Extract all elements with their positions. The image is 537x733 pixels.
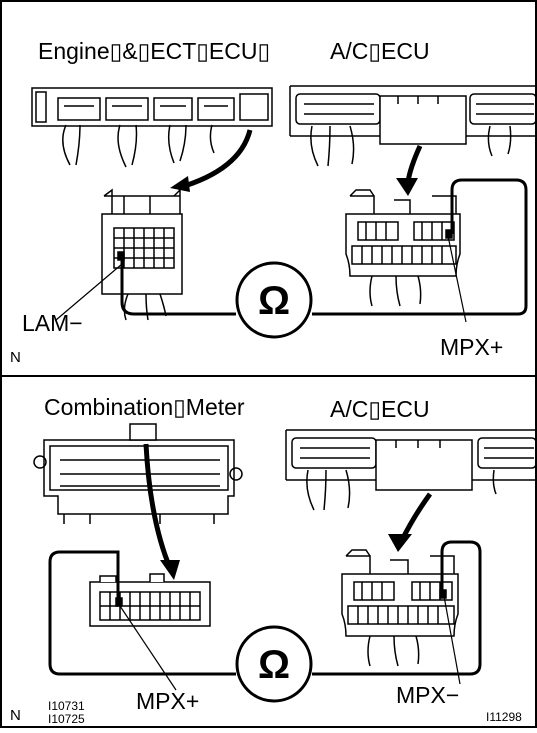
- bottom-left-arrowhead: [160, 560, 180, 580]
- top-title-ac-ecu: A/C▯ECU: [330, 38, 430, 64]
- figure-id-2: I10725: [48, 712, 85, 726]
- bottom-lead-right: [312, 540, 482, 676]
- top-right-ac-ecu: [289, 85, 537, 167]
- bottom-title-ac-ecu: A/C▯ECU: [330, 396, 430, 422]
- bottom-right-connector: [341, 549, 459, 667]
- bottom-right-arrow: [399, 492, 433, 542]
- bottom-corner-mark: N: [10, 707, 21, 724]
- top-label-mpx-plus: MPX+: [440, 334, 504, 360]
- top-right-arrowhead: [396, 178, 418, 196]
- top-lead-right: [312, 178, 528, 316]
- top-left-connector: [101, 188, 183, 321]
- figure-id-right: I11298: [486, 710, 522, 724]
- top-corner-mark: N: [10, 349, 21, 366]
- top-left-arrow: [177, 129, 253, 191]
- top-left-arrowhead: [170, 176, 190, 192]
- top-label-lam-minus: LAM−: [22, 310, 83, 336]
- bottom-left-leader: [119, 605, 177, 691]
- top-ohmmeter: [235, 261, 313, 339]
- bottom-ohm-symbol: Ω: [258, 643, 290, 687]
- top-lead-left: [120, 256, 236, 316]
- bottom-right-ac-ecu: [285, 429, 537, 511]
- bottom-ohmmeter: [235, 625, 313, 703]
- top-right-arrow: [405, 144, 423, 183]
- bottom-right-arrowhead: [388, 534, 412, 552]
- top-engine-ecu: [31, 87, 273, 168]
- bottom-left-arrow: [143, 443, 173, 569]
- bottom-label-mpx-plus: MPX+: [136, 688, 200, 714]
- top-right-leader: [447, 235, 467, 323]
- top-ohm-symbol: Ω: [258, 279, 290, 323]
- bottom-title-combination-meter: Combination▯Meter: [44, 394, 245, 420]
- top-right-connector: [345, 189, 461, 307]
- top-left-leader: [55, 263, 123, 321]
- figure-id-1: I10731: [48, 699, 85, 713]
- bottom-label-mpx-minus: MPX−: [396, 682, 460, 708]
- top-title-engine-ecu: Engine▯&▯ECT▯ECU▯: [38, 38, 271, 64]
- combination-meter-housing: [33, 423, 243, 524]
- bottom-right-leader: [443, 595, 461, 685]
- bottom-lead-left: [48, 550, 236, 676]
- bottom-left-connector: [89, 573, 211, 627]
